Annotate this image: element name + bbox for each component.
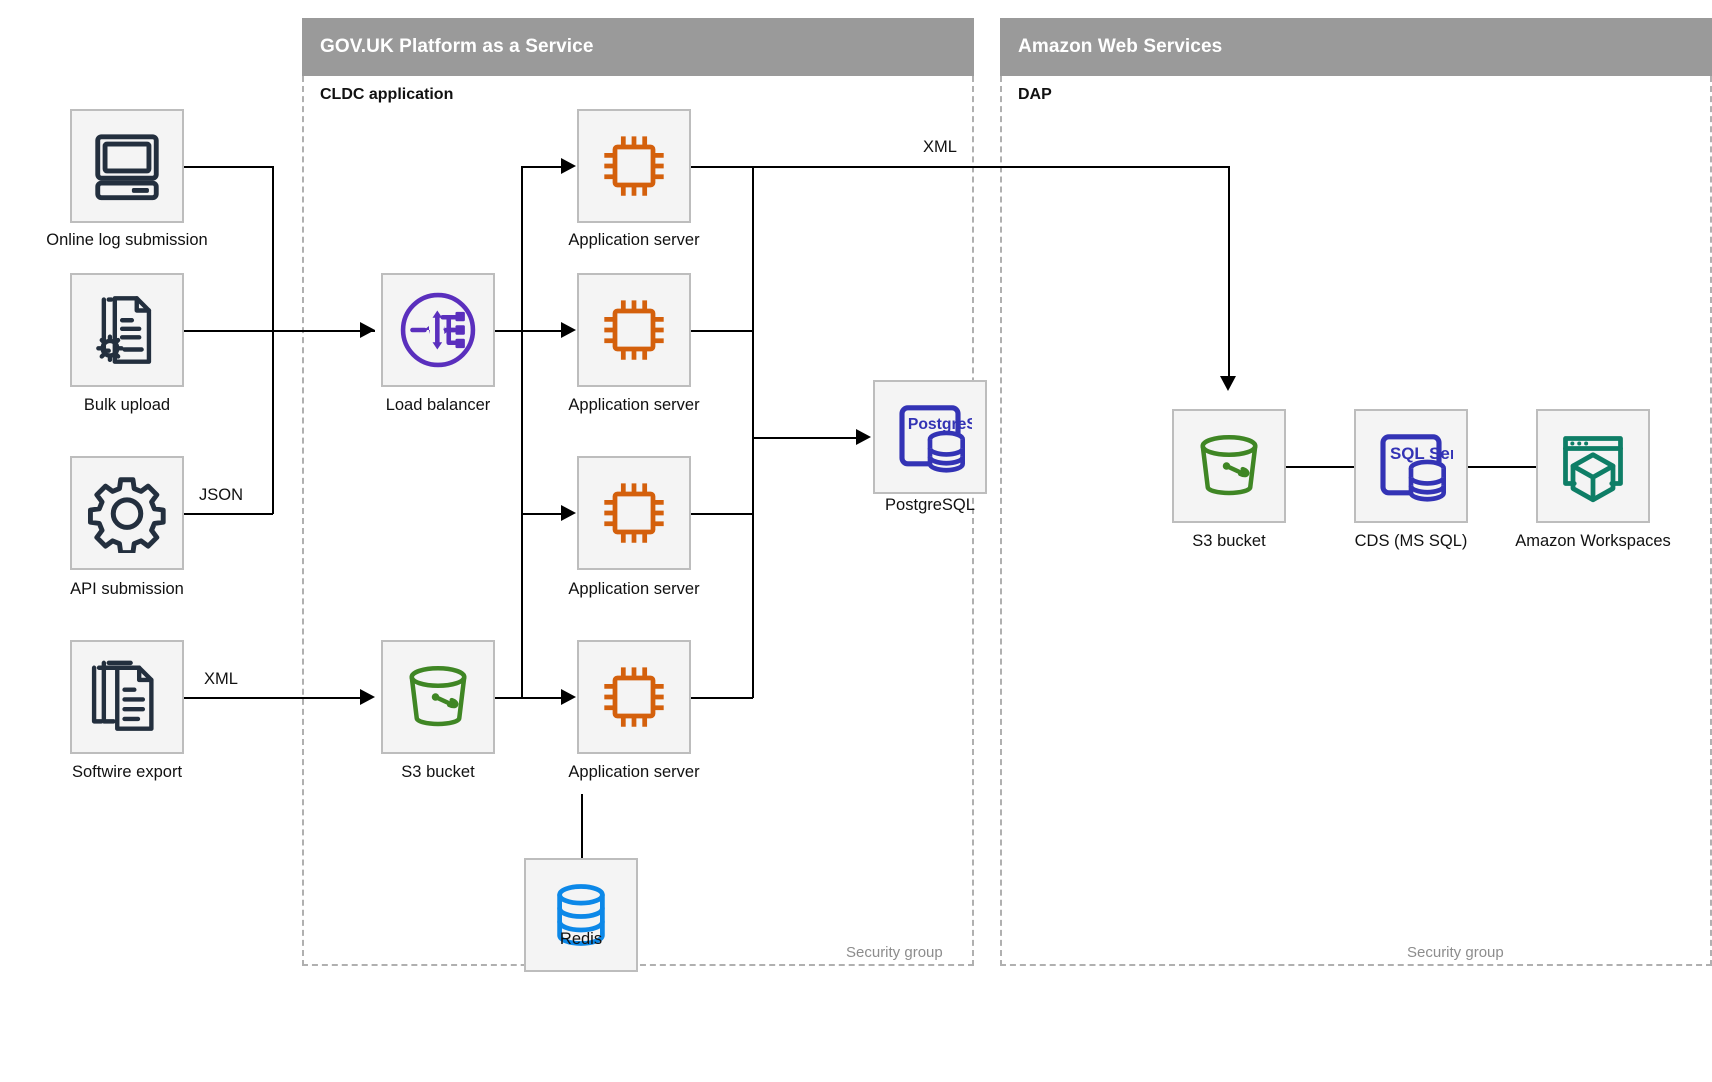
edge-softwire-horizontal bbox=[177, 697, 360, 699]
s3-bucket-icon bbox=[1189, 426, 1269, 506]
database-icon bbox=[543, 877, 619, 953]
cpu-chip-icon bbox=[596, 659, 672, 735]
node-label-app-server-2: Application server bbox=[568, 396, 700, 414]
security-group-label-aws: Security group bbox=[1407, 944, 1504, 961]
documents-stack-icon bbox=[88, 658, 166, 736]
edge-lb-to-app3 bbox=[521, 513, 563, 515]
edge-label-json: JSON bbox=[193, 486, 249, 505]
node-label-postgresql: PostgreSQL bbox=[885, 496, 975, 514]
edge-xml-to-dap-vertical bbox=[1228, 166, 1230, 379]
edge-label-xml-dap: XML bbox=[918, 138, 962, 157]
edge-app3-out bbox=[691, 513, 753, 515]
node-label-app-server-1: Application server bbox=[568, 231, 700, 249]
edge-label-xml-softwire: XML bbox=[199, 670, 243, 689]
edge-arrow-into-load-balancer bbox=[360, 322, 375, 338]
postgresql-icon: PostgreSQL bbox=[888, 395, 972, 479]
node-online-log-submission[interactable] bbox=[70, 109, 184, 223]
load-balancer-icon bbox=[395, 287, 481, 373]
edge-lb-to-app2 bbox=[521, 330, 563, 332]
node-aws-s3-bucket[interactable] bbox=[1172, 409, 1286, 523]
group-header-aws: Amazon Web Services bbox=[1000, 18, 1712, 76]
edge-arrow-into-app1 bbox=[561, 158, 576, 174]
edge-lb-to-app4 bbox=[521, 697, 563, 699]
node-bulk-upload[interactable] bbox=[70, 273, 184, 387]
cpu-chip-icon bbox=[596, 128, 672, 204]
node-app-server-3[interactable] bbox=[577, 456, 691, 570]
edge-postgres-collector-bus bbox=[752, 166, 754, 698]
node-cds-ms-sql[interactable]: SQL Server bbox=[1354, 409, 1468, 523]
postgresql-icon-text: PostgreSQL bbox=[908, 416, 972, 433]
security-group-aws bbox=[1000, 76, 1712, 966]
inner-title-cldc: CLDC application bbox=[320, 86, 454, 103]
edge-redis-vertical bbox=[581, 794, 583, 858]
edge-arrow-into-app4 bbox=[561, 689, 576, 705]
node-amazon-workspaces[interactable] bbox=[1536, 409, 1650, 523]
edge-paas-s3-to-app4 bbox=[472, 697, 522, 699]
edge-online-log-vertical bbox=[272, 166, 274, 331]
node-label-cds-ms-sql: CDS (MS SQL) bbox=[1354, 532, 1468, 550]
cpu-chip-icon bbox=[596, 292, 672, 368]
node-paas-s3-bucket[interactable] bbox=[381, 640, 495, 754]
group-header-aws-label: Amazon Web Services bbox=[1018, 36, 1223, 57]
node-api-submission[interactable] bbox=[70, 456, 184, 570]
node-app-server-1[interactable] bbox=[577, 109, 691, 223]
edge-aws-s3-to-cds bbox=[1286, 466, 1356, 468]
edge-arrow-into-paas-s3 bbox=[360, 689, 375, 705]
node-label-app-server-3: Application server bbox=[568, 580, 700, 598]
sql-server-icon-text: SQL Server bbox=[1390, 444, 1453, 463]
sql-server-icon: SQL Server bbox=[1369, 424, 1453, 508]
node-label-api-submission: API submission bbox=[70, 580, 184, 598]
edge-lb-out bbox=[472, 330, 522, 332]
desktop-computer-icon bbox=[88, 127, 166, 205]
edge-bus-to-postgres bbox=[752, 437, 858, 439]
inner-title-dap: DAP bbox=[1018, 86, 1052, 103]
edge-online-log-horizontal bbox=[177, 166, 273, 168]
edge-app4-out bbox=[691, 697, 753, 699]
node-label-amazon-workspaces: Amazon Workspaces bbox=[1515, 532, 1671, 550]
edge-api-horizontal bbox=[177, 513, 273, 515]
edge-xml-to-dap-horizontal bbox=[691, 166, 1230, 168]
node-label-load-balancer: Load balancer bbox=[385, 396, 491, 414]
s3-bucket-icon bbox=[398, 657, 478, 737]
edge-lb-to-app1 bbox=[521, 166, 563, 168]
edge-bulk-upload-horizontal bbox=[177, 330, 375, 332]
edge-arrow-into-aws-s3 bbox=[1220, 376, 1236, 391]
group-header-paas-label: GOV.UK Platform as a Service bbox=[320, 36, 594, 57]
amazon-workspaces-icon bbox=[1553, 426, 1633, 506]
edge-lb-distribution-bus bbox=[521, 166, 523, 698]
node-app-server-4[interactable] bbox=[577, 640, 691, 754]
node-label-aws-s3-bucket: S3 bucket bbox=[1192, 532, 1266, 550]
node-app-server-2[interactable] bbox=[577, 273, 691, 387]
edge-arrow-into-app3 bbox=[561, 505, 576, 521]
edge-arrow-into-postgresql bbox=[856, 429, 871, 445]
node-redis[interactable] bbox=[524, 858, 638, 972]
node-load-balancer[interactable] bbox=[381, 273, 495, 387]
security-group-label-paas: Security group bbox=[846, 944, 943, 961]
node-label-app-server-4: Application server bbox=[568, 763, 700, 781]
node-softwire-export[interactable] bbox=[70, 640, 184, 754]
document-gear-icon bbox=[88, 291, 166, 369]
node-label-online-log-submission: Online log submission bbox=[46, 231, 208, 249]
edge-app2-out bbox=[691, 330, 753, 332]
edge-api-vertical bbox=[272, 331, 274, 514]
edge-arrow-into-app2 bbox=[561, 322, 576, 338]
cpu-chip-icon bbox=[596, 475, 672, 551]
edge-cds-to-workspaces bbox=[1468, 466, 1538, 468]
node-postgresql[interactable]: PostgreSQL bbox=[873, 380, 987, 494]
security-group-paas bbox=[302, 76, 974, 966]
node-label-bulk-upload: Bulk upload bbox=[83, 396, 171, 414]
node-label-redis: Redis bbox=[559, 930, 603, 948]
group-header-paas: GOV.UK Platform as a Service bbox=[302, 18, 974, 76]
gear-icon bbox=[87, 473, 167, 553]
node-label-paas-s3-bucket: S3 bucket bbox=[401, 763, 475, 781]
node-label-softwire-export: Softwire export bbox=[71, 763, 183, 781]
